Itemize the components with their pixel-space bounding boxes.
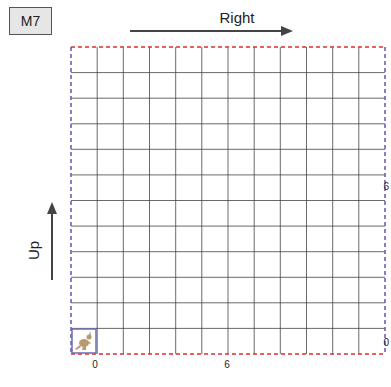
level-name: M7 [21,13,40,29]
agent-cell [72,329,96,353]
axis-tick: 0 [92,360,98,370]
horizontal-boundary [71,47,385,354]
vertical-boundary [71,47,385,354]
up-arrow [51,212,53,280]
direction-label: Right [219,10,254,25]
up-arrowhead [47,202,57,214]
grid-lines [71,47,385,354]
right-arrow [130,30,283,32]
level-box: M7 [9,7,52,35]
axis-tick: 0 [383,338,389,348]
right-arrowhead [281,26,293,36]
axis-tick: 6 [383,182,389,192]
direction-label: Up [27,240,42,259]
axis-tick: 6 [224,360,230,370]
kangaroo-icon [75,331,92,350]
